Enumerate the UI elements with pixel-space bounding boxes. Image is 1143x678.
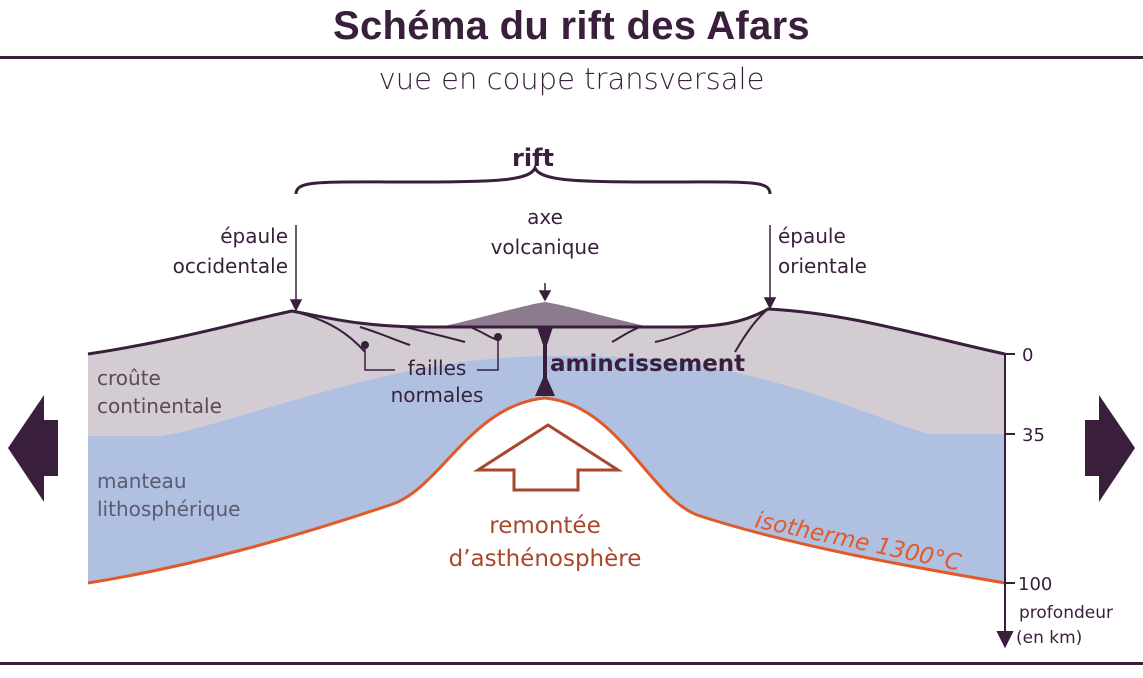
amincissement-label: amincissement <box>550 351 745 377</box>
pointer-arrows <box>289 225 777 312</box>
lithospheric-mantle <box>88 355 1005 583</box>
axe-label-1: axe <box>527 205 563 229</box>
failles-label-2: normales <box>391 383 484 407</box>
remontee-label-2: d’asthénosphère <box>449 546 642 572</box>
epaule-occ-label-1: épaule <box>220 224 288 248</box>
manteau-label-1: manteau <box>97 469 187 493</box>
depth-tick-0: 0 <box>1022 345 1033 366</box>
volcanic-dike <box>535 327 555 396</box>
topographic-surface <box>87 307 1006 356</box>
croute-label-1: croûte <box>97 366 161 390</box>
epaule-or-label-1: épaule <box>778 224 846 248</box>
rift-brace <box>294 164 772 195</box>
normal-faults <box>291 308 769 353</box>
title-rule <box>0 56 1143 59</box>
depth-axis <box>996 353 1015 649</box>
fault-dot-left <box>361 341 369 349</box>
depth-tick-100: 100 <box>1018 574 1052 595</box>
axe-label-2: volcanique <box>491 235 600 259</box>
failles-label-1: failles <box>408 356 467 380</box>
croute-label-2: continentale <box>97 394 222 418</box>
epaule-occ-label-2: occidentale <box>173 254 288 278</box>
fault-dot-right <box>494 333 502 341</box>
extension-arrow-left-icon <box>8 395 58 502</box>
page-title: Schéma du rift des Afars <box>333 4 810 48</box>
bottom-rule <box>0 662 1143 665</box>
continental-crust <box>88 309 1005 436</box>
faults-leader <box>364 338 499 371</box>
rift-label: rift <box>512 144 554 172</box>
epaule-or-label-2: orientale <box>778 254 867 278</box>
volcanic-cone <box>440 302 650 327</box>
isotherm-1300-line <box>87 396 1006 585</box>
remontee-label-1: remontée <box>489 513 600 539</box>
manteau-label-2: lithosphérique <box>97 497 240 521</box>
depth-axis-label-2: (en km) <box>1016 628 1082 648</box>
depth-tick-35: 35 <box>1022 425 1045 446</box>
page-subtitle: vue en coupe transversale <box>378 62 765 96</box>
extension-arrow-right-icon <box>1085 395 1135 502</box>
upwelling-arrow <box>472 423 624 492</box>
depth-axis-label-1: profondeur <box>1019 603 1113 623</box>
